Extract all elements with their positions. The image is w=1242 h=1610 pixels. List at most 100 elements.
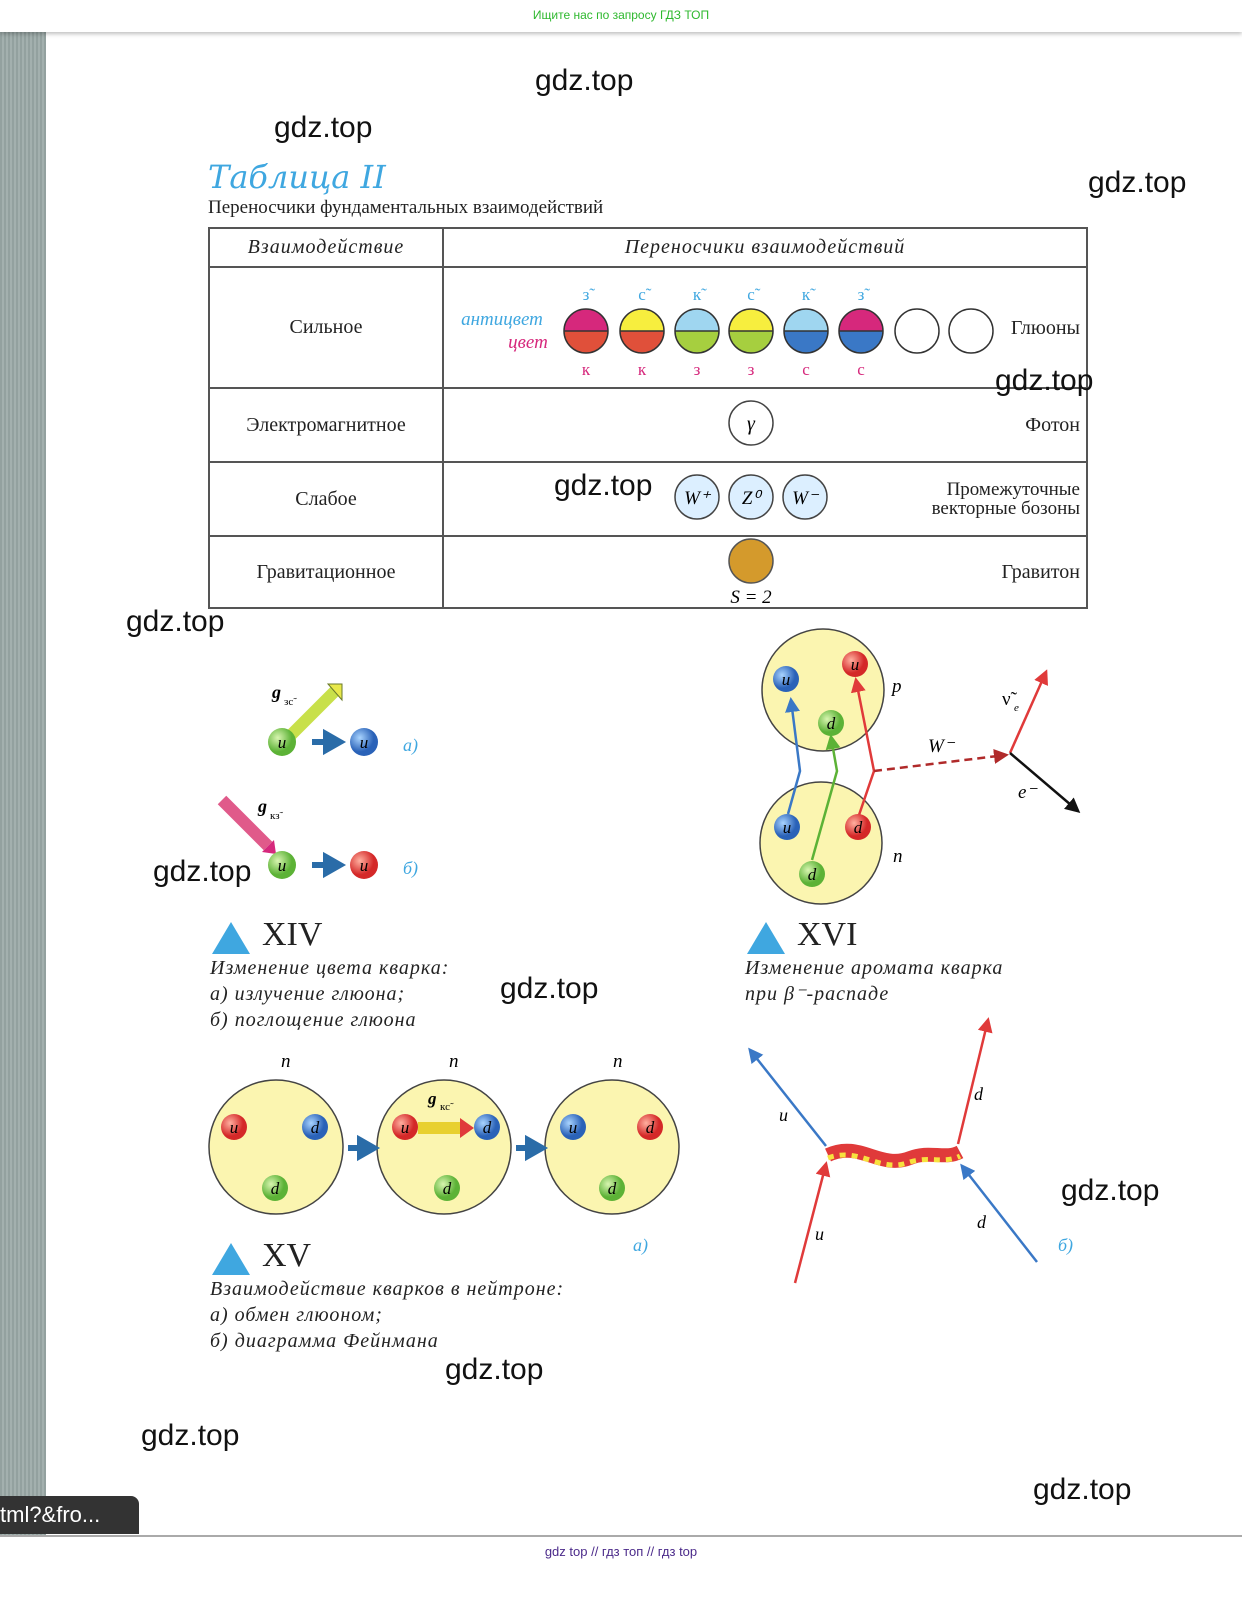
gluon-anticolor-label: к̃ (802, 285, 816, 304)
gluon-label: g (427, 1089, 437, 1108)
carrier-graviton: Гравитон (1001, 561, 1080, 583)
gluon-icon: з̃с (838, 285, 884, 379)
quark-label: u (569, 1118, 578, 1137)
color-label: цвет (508, 332, 548, 353)
carrier-photon: Фотон (1025, 414, 1080, 436)
fig15-a: n n n g кс̃ u d d u d d u d d а) (208, 1051, 680, 1256)
quark-label: u (360, 733, 369, 752)
fig15-caption: Взаимодействие кварков в нейтроне: а) об… (210, 1276, 564, 1354)
header-carriers: Переносчики взаимодействий (442, 227, 1088, 268)
gluon-label: g (257, 796, 267, 816)
z-icon (728, 474, 774, 520)
caption-line: б) поглощение глюона (210, 1009, 417, 1031)
gluon-spring-icon (825, 1143, 964, 1168)
top-banner: Ищите нас по запросу ГДЗ ТОП (0, 0, 1242, 32)
gluon-anticolor-label: з̃ (583, 285, 596, 304)
watermark: gdz.top (274, 111, 373, 144)
gluon-neutral (948, 308, 994, 354)
row-grav-name: Гравитационное (208, 535, 444, 609)
watermark: gdz.top (500, 972, 599, 1005)
gluon-anticolor-half (729, 309, 773, 331)
watermark: gdz.top (995, 364, 1094, 397)
quark-label: u (278, 856, 287, 875)
neutron-label: n (281, 1051, 291, 1072)
fig14-b: g кз̃ u u б) (217, 795, 418, 879)
page-edge (0, 32, 46, 1537)
gluon-icon: к̃ з (674, 285, 720, 379)
gluon-color-half (729, 331, 773, 353)
quark-label: d (608, 1179, 617, 1198)
gluon-icon: з̃к (563, 285, 609, 379)
fig-number: XVI (797, 916, 858, 953)
watermark: gdz.top (1088, 166, 1187, 199)
line-label: u (815, 1224, 824, 1244)
gluon-anticolor-label: к̃ (693, 285, 707, 304)
fig15-heading: XV (212, 1237, 311, 1275)
gluon-stream-icon (217, 795, 273, 851)
caption-line: б) диаграмма Фейнмана (210, 1330, 439, 1352)
neutron (759, 781, 883, 905)
neutron-label: n (449, 1051, 459, 1072)
arrow-right-icon (312, 728, 347, 756)
gluon-anticolor-half (675, 309, 719, 331)
gluon-anticolor-half (564, 309, 608, 331)
gluon-icon: с̃к (619, 285, 665, 379)
carrier-bosons-l1: Промежуточные (946, 479, 1080, 500)
watermark: gdz.top (554, 469, 653, 502)
fig15-b-feynman: u u d d б) (748, 1017, 1073, 1284)
quark-label: u (783, 818, 792, 837)
caption-line: Взаимодействие кварков в нейтроне: (210, 1278, 565, 1300)
arrow-right-icon (312, 851, 347, 879)
quark-label: u (851, 655, 860, 674)
fig16-heading: XVI (747, 916, 857, 954)
subfig-label: б) (1058, 1235, 1073, 1256)
neutrino-sub: e (1014, 702, 1019, 714)
gluon-anticolor-half (620, 309, 664, 331)
watermark: gdz.top (1033, 1473, 1132, 1506)
gluon-color-half (675, 331, 719, 353)
quark-label: u (360, 856, 369, 875)
quark-label: u (782, 670, 791, 689)
gluon-color-label: з (694, 360, 701, 379)
w-label: W⁻ (928, 736, 956, 757)
footer-links[interactable]: gdz top // гдз топ // гдз top (544, 1544, 698, 1559)
quark-label: d (443, 1179, 452, 1198)
quark-label: d (854, 818, 863, 837)
neutron-label: n (893, 846, 903, 867)
gluon-anticolor-label: с̃ (747, 285, 761, 304)
w-plus-symbol: W⁺ (684, 488, 712, 509)
quark-label: d (483, 1118, 492, 1137)
fig16-caption: Изменение аромата кварка при β⁻-распаде (745, 955, 1003, 1007)
fig14-heading: XIV (212, 916, 322, 954)
subfig-label: а) (633, 1235, 648, 1256)
watermark: gdz.top (126, 605, 225, 638)
watermark: gdz.top (535, 64, 634, 97)
header-interaction: Взаимодействие (208, 227, 444, 268)
gluon-color-half (784, 331, 828, 353)
url-tooltip[interactable]: tml?&fro... (0, 1496, 139, 1534)
row-weak-name: Слабое (208, 461, 444, 537)
z-symbol: Z⁰ (742, 488, 763, 509)
caption-line: Изменение аромата кварка (745, 957, 1004, 979)
gluon-anticolor-label: з̃ (858, 285, 871, 304)
footer: gdz top // гдз топ // гдз top (0, 1535, 1242, 1610)
gluon-neutral (894, 308, 940, 354)
gluon-anticolor-label: с̃ (638, 285, 652, 304)
table-subtitle: Переносчики фундаментальных взаимодейств… (208, 197, 604, 218)
quark-label: d (271, 1179, 280, 1198)
row-em-name: Электромагнитное (208, 387, 444, 463)
quark-label: u (230, 1118, 239, 1137)
photon-symbol: γ (747, 413, 756, 435)
gluon-label: g (271, 682, 281, 702)
caption-line: а) излучение глюона; (210, 983, 406, 1005)
gluon-icon: с̃з (728, 285, 774, 379)
triangle-icon (212, 922, 250, 954)
gluon-sub: зс̃ (284, 696, 297, 708)
subfig-label: б) (403, 858, 418, 879)
w-plus-icon (674, 474, 720, 520)
caption-line: Изменение цвета кварка: (210, 957, 450, 979)
fig16-beta-decay: u u d u d d p n W⁻ ν̃ e e⁻ (759, 628, 1081, 905)
watermark: gdz.top (445, 1353, 544, 1386)
gluon-color-half (564, 331, 608, 353)
